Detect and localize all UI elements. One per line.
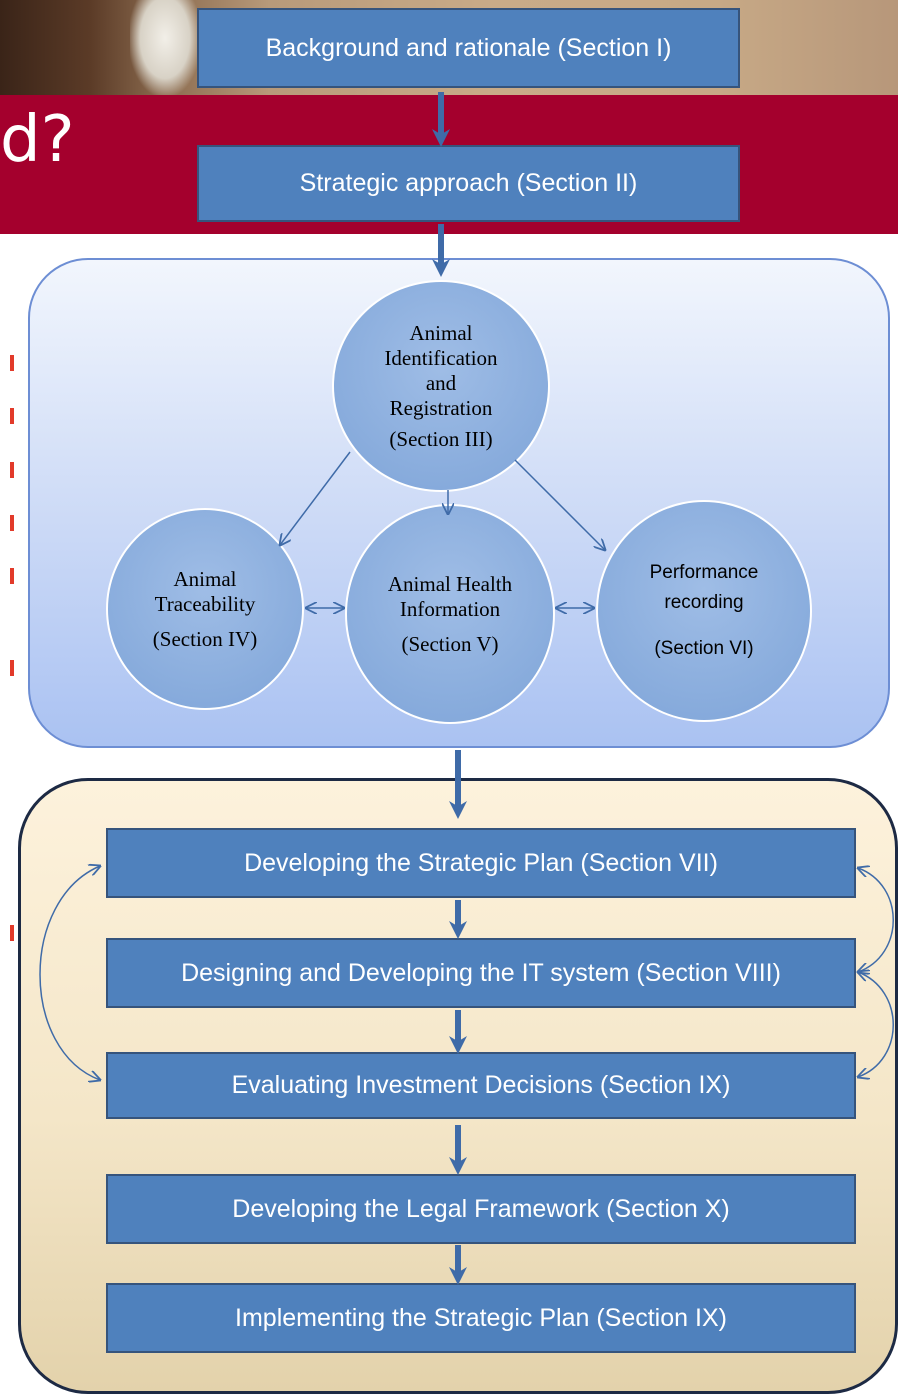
banner-title-fragment: d?: [0, 103, 75, 177]
cow-photo-detail: [130, 0, 200, 95]
circle-text: and: [425, 370, 457, 395]
cropped-text-mark: [10, 660, 14, 676]
circle-text: Information: [399, 596, 501, 621]
circle-section: (Section VI): [654, 638, 754, 659]
step-box-strategic-plan: Developing the Strategic Plan (Section V…: [106, 828, 856, 898]
circle-text: recording: [664, 592, 744, 613]
feedback-loop-left: [39, 866, 100, 1080]
feedback-loop-right-upper: [858, 868, 894, 972]
step-label: Developing the Strategic Plan (Section V…: [244, 848, 718, 877]
circle-text: Animal Health: [387, 571, 513, 596]
cropped-text-mark: [10, 408, 14, 424]
step-box-investment: Evaluating Investment Decisions (Section…: [106, 1052, 856, 1119]
circle-text: Animal: [173, 566, 237, 591]
step-label: Designing and Developing the IT system (…: [181, 958, 781, 987]
circle-text: Animal: [409, 320, 473, 345]
traceability-circle: Animal Traceability (Section IV): [106, 508, 304, 710]
background-rationale-box: Background and rationale (Section I): [197, 8, 740, 88]
performance-recording-circle: Performance recording (Section VI): [596, 500, 812, 722]
health-information-circle: Animal Health Information (Section V): [345, 504, 555, 724]
strategic-approach-label: Strategic approach (Section II): [299, 169, 638, 197]
circle-section: (Section IV): [152, 626, 258, 651]
cropped-text-mark: [10, 515, 14, 531]
step-label: Evaluating Investment Decisions (Section…: [231, 1071, 731, 1099]
background-rationale-label: Background and rationale (Section I): [265, 33, 672, 62]
circle-section: (Section V): [401, 631, 499, 656]
step-label: Developing the Legal Framework (Section …: [232, 1194, 730, 1223]
cropped-text-mark: [10, 925, 14, 941]
cropped-text-mark: [10, 355, 14, 371]
arrow-to-traceability: [280, 451, 351, 545]
circle-text: Traceability: [154, 591, 256, 616]
step-box-it-system: Designing and Developing the IT system (…: [106, 938, 856, 1008]
circle-text: Registration: [389, 395, 493, 420]
step-box-legal: Developing the Legal Framework (Section …: [106, 1174, 856, 1244]
step-label: Implementing the Strategic Plan (Section…: [235, 1303, 727, 1332]
circle-text: Identification: [384, 345, 498, 370]
identification-registration-circle: Animal Identification and Registration (…: [332, 280, 550, 492]
arrow-to-performance: [514, 459, 605, 550]
cropped-text-mark: [10, 568, 14, 584]
feedback-loop-right-lower: [858, 972, 894, 1077]
step-box-implementing: Implementing the Strategic Plan (Section…: [106, 1283, 856, 1353]
cropped-text-mark: [10, 462, 14, 478]
strategic-approach-box: Strategic approach (Section II): [197, 145, 740, 222]
circle-section: (Section III): [389, 426, 493, 451]
circle-text: Performance: [649, 562, 759, 583]
